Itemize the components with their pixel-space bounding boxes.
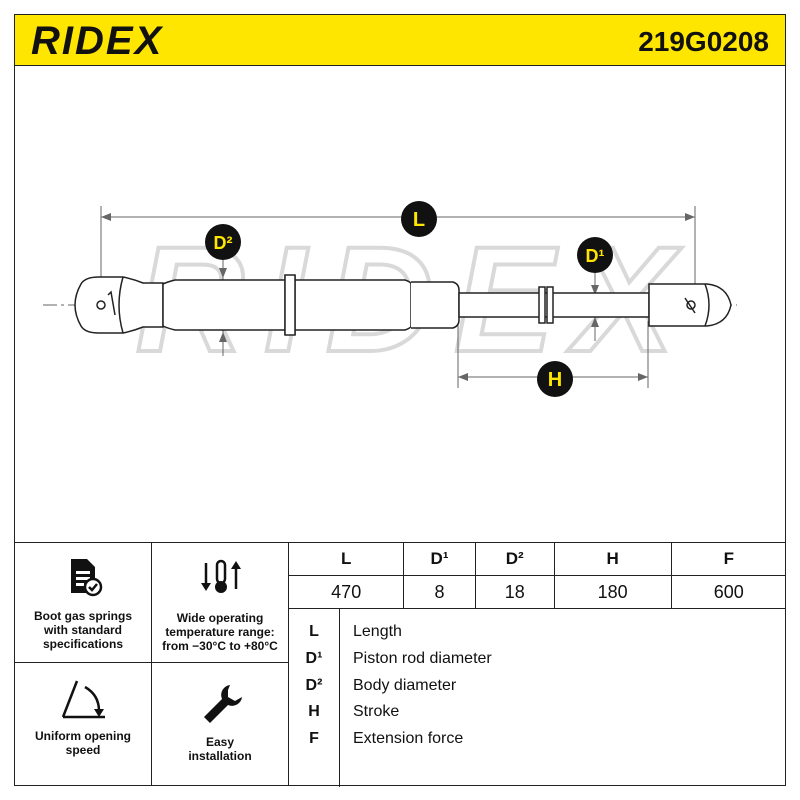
legend-symbol: H <box>308 703 320 720</box>
technical-drawing: RIDEX L D² D¹ H <box>14 66 786 542</box>
feature-text: Easy installation <box>188 735 252 763</box>
feature-text: Wide operating temperature range: from −… <box>162 611 278 653</box>
label-D2: D² <box>214 233 233 253</box>
label-H: H <box>548 369 562 391</box>
legend-symbol: F <box>309 730 319 747</box>
spec-header: F <box>671 543 786 576</box>
feature-temperature-range: Wide operating temperature range: from −… <box>152 543 289 663</box>
spec-header: H <box>554 543 672 576</box>
opening-angle-icon <box>61 680 105 719</box>
legend-symbol: D² <box>305 677 323 694</box>
legend-description: Piston rod diameter <box>353 650 492 667</box>
piston-rod <box>458 286 650 324</box>
spec-header: L <box>289 543 405 576</box>
legend-description: Stroke <box>353 703 400 720</box>
gas-spring-diagram: RIDEX L D² D¹ H <box>43 201 737 397</box>
body-cylinder <box>162 274 460 336</box>
feature-standard-specs: Boot gas springs with standard specifica… <box>15 543 152 663</box>
header-bar: RIDEX 219G0208 <box>14 14 786 66</box>
feature-easy-installation: Easy installation <box>152 663 289 785</box>
legend-row: H Stroke <box>289 699 786 725</box>
feature-text: Boot gas springs with standard specifica… <box>33 609 132 651</box>
legend-description: Body diameter <box>353 677 457 694</box>
spec-value: 470 <box>289 575 405 609</box>
specs-panel: Boot gas springs with standard specifica… <box>14 542 786 787</box>
legend: L Length D¹ Piston rod diameter D² Body … <box>289 609 786 787</box>
spec-value: 8 <box>403 575 476 609</box>
spec-value: 18 <box>475 575 555 609</box>
legend-description: Length <box>353 623 402 640</box>
legend-row: D² Body diameter <box>289 673 786 699</box>
spec-header-row: L D¹ D² H F <box>289 543 786 576</box>
spec-value-row: 470 8 18 180 600 <box>289 575 786 609</box>
feature-text: Uniform opening speed <box>35 729 131 757</box>
brand-logo: RIDEX <box>31 19 164 63</box>
document-check-icon <box>71 559 103 597</box>
legend-row: F Extension force <box>289 726 786 752</box>
wrench-icon <box>204 685 242 723</box>
feature-uniform-speed: Uniform opening speed <box>15 663 152 785</box>
thermometer-arrows-icon <box>201 559 241 593</box>
label-D1: D¹ <box>586 246 605 266</box>
legend-symbol: D¹ <box>305 650 323 667</box>
spec-table: L D¹ D² H F 470 8 18 180 600 <box>289 543 786 609</box>
spec-header: D¹ <box>403 543 476 576</box>
part-number: 219G0208 <box>638 26 769 57</box>
label-L: L <box>413 209 425 231</box>
legend-row: D¹ Piston rod diameter <box>289 646 786 672</box>
spec-value: 600 <box>671 575 786 609</box>
left-end-fitting <box>74 276 164 334</box>
legend-row: L Length <box>289 619 786 645</box>
spec-value: 180 <box>554 575 672 609</box>
legend-description: Extension force <box>353 730 464 747</box>
legend-symbol: L <box>309 623 319 640</box>
spec-header: D² <box>475 543 555 576</box>
right-end-fitting <box>648 283 732 327</box>
